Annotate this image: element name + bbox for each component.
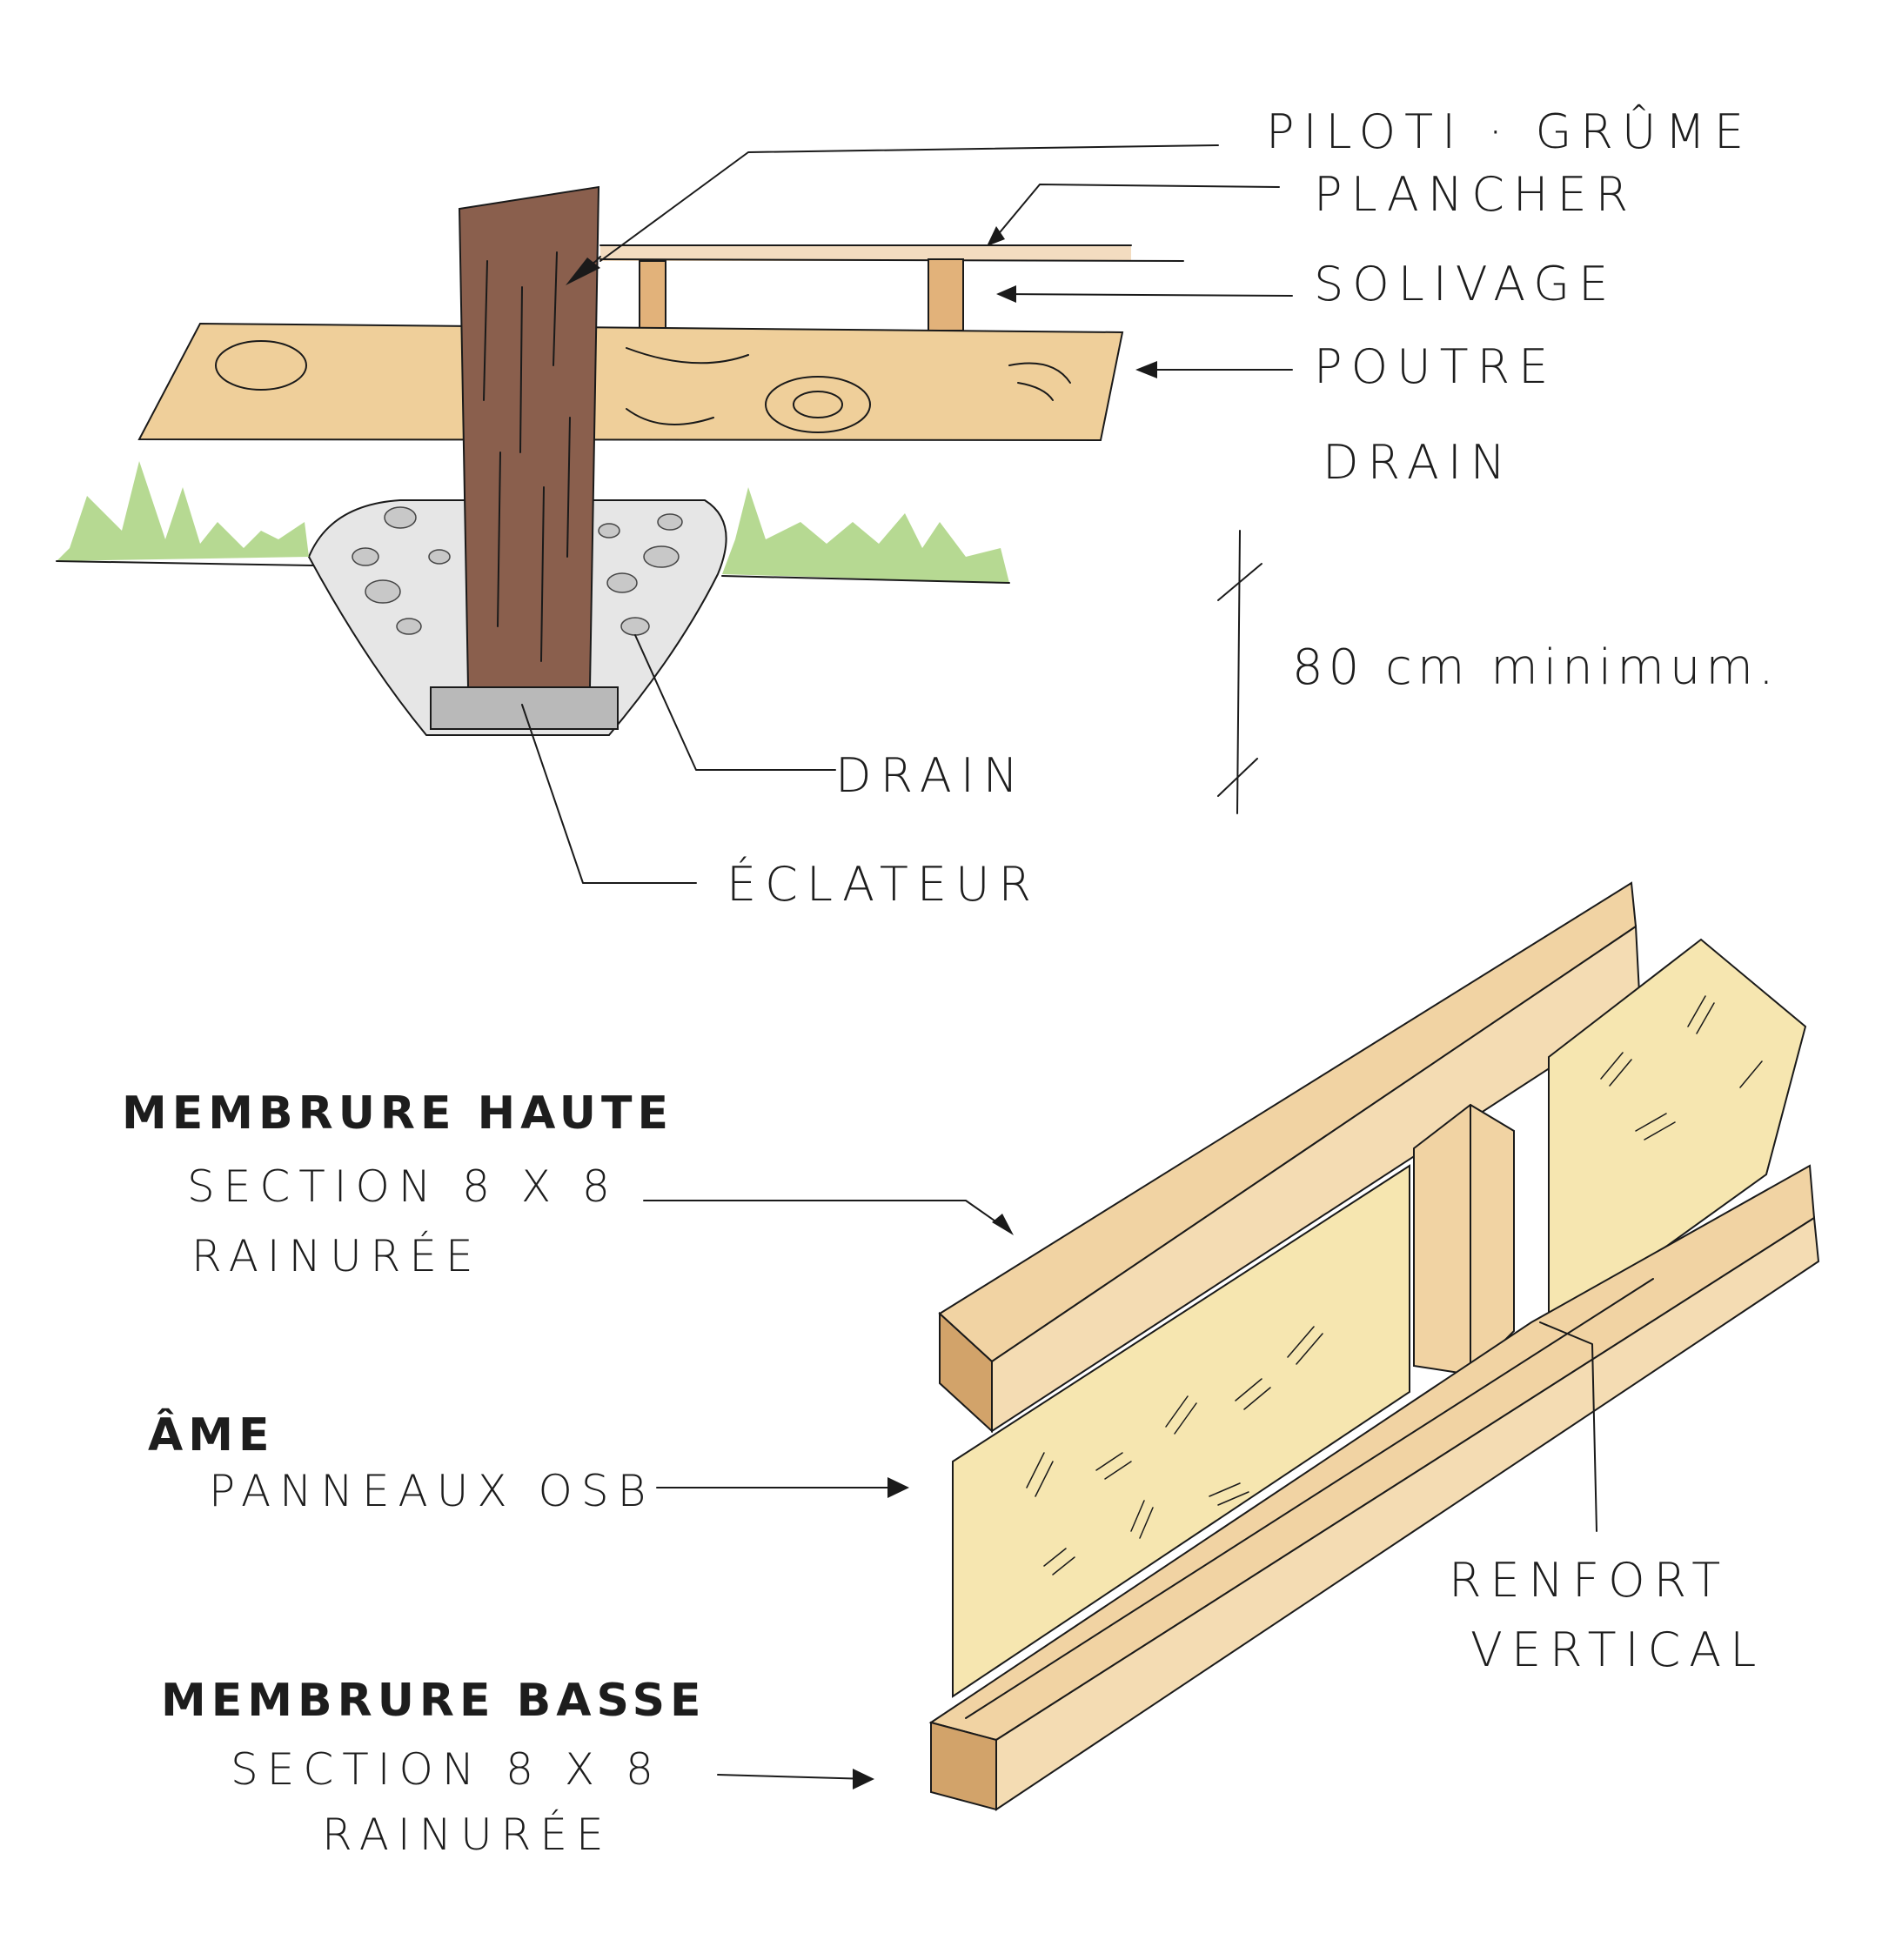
arrowheads-top [566,226,1157,378]
label-ame-panneaux: PANNEAUX OSB [209,1466,655,1516]
i-joist-detail [643,881,1820,1811]
label-eclateur: ÉCLATEUR [727,857,1041,912]
arrowheads-bottom [853,1214,1014,1789]
log-post [458,185,600,688]
label-vertical: VERTiCAL [1470,1622,1765,1677]
label-drain-lower: DRAiN [835,748,1028,803]
label-drain-upper: DRAiN [1323,435,1515,490]
vertical-stiffener [1413,1103,1515,1376]
grass-right [722,487,1009,583]
beam-grain [215,340,1071,433]
label-membrure-haute-rainuree: RAiNURÉE [191,1231,482,1281]
osb-web-panel-right [1548,938,1807,1333]
label-membrure-haute-section: SECTiON 8 x 8 [187,1161,619,1212]
label-renfort: RENFORT [1449,1553,1730,1608]
label-piloti: PiLoTi · GRÛME [1266,104,1753,159]
label-ame: ÂME [148,1409,275,1462]
leader-lines-top [521,144,1293,884]
joist-right [928,258,964,331]
pile-foundation-detail [56,144,1293,884]
label-poutre: POUTRE [1314,339,1557,394]
label-solivage: SOLiVAGE [1314,257,1617,311]
log-post-grain [483,251,571,662]
label-dimension: 80 cm minimum. [1292,639,1779,696]
footing-pad [430,686,619,730]
beam [137,322,1124,442]
label-membrure-basse: MEMBRURE BASSE [161,1675,707,1727]
gravel-stones [352,506,683,636]
floor-boards [600,245,1131,261]
joist-left [639,260,666,330]
grass-left [57,461,309,561]
label-membrure-basse-rainuree: RAiNURÉE [322,1809,613,1860]
label-membrure-basse-section: SECTiON 8 x 8 [231,1744,662,1795]
label-plancher: PLANCHER [1314,167,1638,222]
label-membrure-haute: MEMBRURE HAUTE [122,1087,673,1140]
osb-strands [1026,995,1763,1575]
